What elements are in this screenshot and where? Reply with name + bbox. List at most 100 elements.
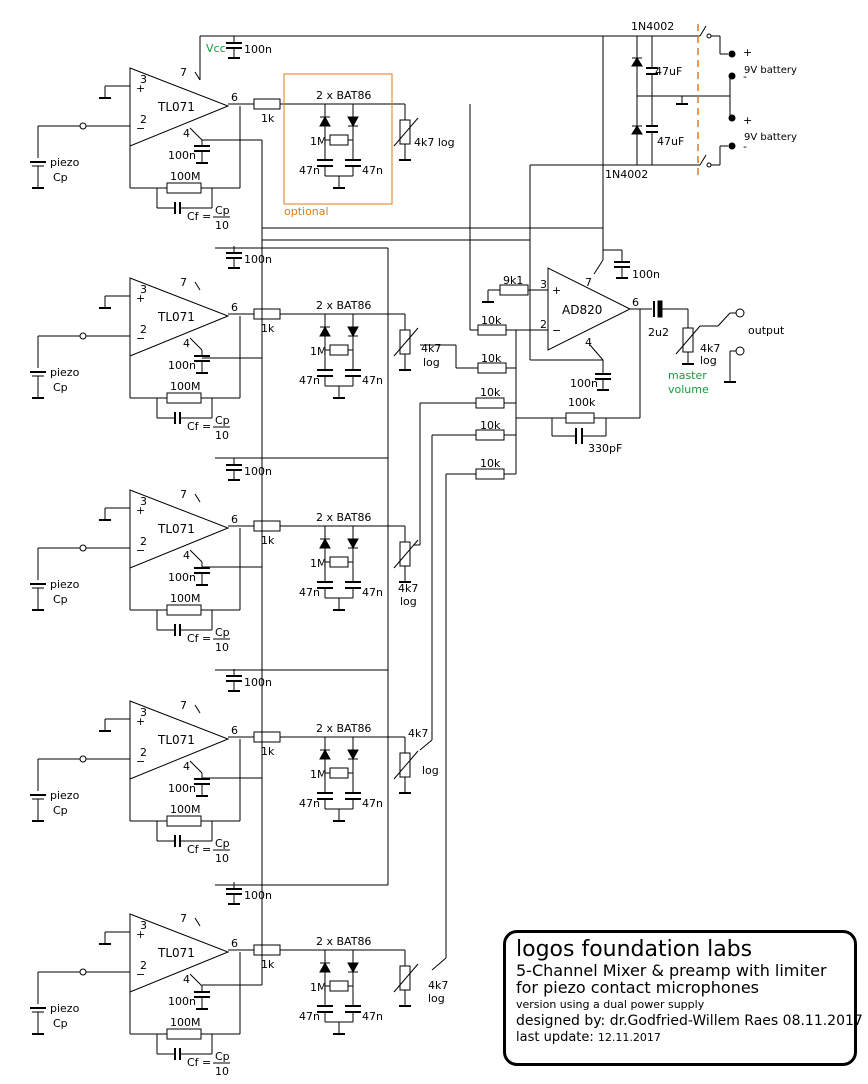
pin2-label: 2 xyxy=(140,959,147,972)
res-1k-label: 1k xyxy=(261,322,275,335)
battery-label-1: 9V battery xyxy=(744,65,797,76)
res-1m-label: 1M xyxy=(310,345,327,358)
piezo-label: piezo xyxy=(50,366,80,379)
mixer-pin6: 6 xyxy=(632,296,639,309)
res-100m-label: 100M xyxy=(170,803,201,816)
diodes-label: 2 x BAT86 xyxy=(316,89,371,102)
cap-47n-left-label: 47n xyxy=(299,1010,320,1023)
cf-label: Cf = xyxy=(187,1056,211,1069)
pin6-label: 6 xyxy=(231,937,238,950)
title-line-2: for piezo contact microphones xyxy=(516,978,760,997)
opamp-label: TL071 xyxy=(157,310,195,324)
pin7-label: 7 xyxy=(180,276,187,289)
mixer-pin2: 2 xyxy=(540,318,547,331)
res-1m-label: 1M xyxy=(310,768,327,781)
diodes-label: 2 x BAT86 xyxy=(316,935,371,948)
pin3-label: 3 xyxy=(140,283,147,296)
design-date: 08.11.2017 xyxy=(782,1013,863,1029)
res-100m-label: 100M xyxy=(170,380,201,393)
cap-100n-top-label: 100n xyxy=(244,465,272,478)
pin2-label: 2 xyxy=(140,113,147,126)
channel-circuit xyxy=(29,668,419,848)
cf-numerator: Cp xyxy=(215,837,230,850)
cf-numerator: Cp xyxy=(215,204,230,217)
cap-100n-top-label: 100n xyxy=(244,253,272,266)
cap-47n-left-label: 47n xyxy=(299,797,320,810)
cap-100n-bottom-label: 100n xyxy=(168,571,196,584)
res-10k-3: 10k xyxy=(480,386,501,399)
optional-label: optional xyxy=(284,205,329,218)
pin4-label: 4 xyxy=(183,549,190,562)
opamp-label: TL071 xyxy=(157,946,195,960)
channel-circuit xyxy=(29,457,419,637)
res-10k-4: 10k xyxy=(480,419,501,432)
cap-100n-bottom-label: 100n xyxy=(168,995,196,1008)
title-line-3: version using a dual power supply xyxy=(516,998,705,1011)
cap-100n-bottom-label: 100n xyxy=(168,149,196,162)
cp-label: Cp xyxy=(53,593,68,606)
cp-label: Cp xyxy=(53,1017,68,1030)
cf-denominator: 10 xyxy=(215,219,229,232)
piezo-label: piezo xyxy=(50,578,80,591)
battery-plus-1: + xyxy=(743,46,752,59)
piezo-label: piezo xyxy=(50,156,80,169)
cf-label: Cf = xyxy=(187,632,211,645)
diodes-label: 2 x BAT86 xyxy=(316,722,371,735)
res-1m-label: 1M xyxy=(310,135,327,148)
pot-label: log xyxy=(422,764,439,777)
cap-2u2-label: 2u2 xyxy=(648,326,669,339)
res-9k1-label: 9k1 xyxy=(503,274,523,287)
pin7-label: 7 xyxy=(180,699,187,712)
pin6-label: 6 xyxy=(231,513,238,526)
res-10k-1: 10k xyxy=(481,314,502,327)
cf-denominator: 10 xyxy=(215,1065,229,1078)
cf-denominator: 10 xyxy=(215,641,229,654)
pin4-label: 4 xyxy=(183,973,190,986)
diodes-label: 2 x BAT86 xyxy=(316,299,371,312)
cap-47n-left-label: 47n xyxy=(299,164,320,177)
pin6-label: 6 xyxy=(231,91,238,104)
cf-numerator: Cp xyxy=(215,626,230,639)
piezo-label: piezo xyxy=(50,1002,80,1015)
pin3-label: 3 xyxy=(140,919,147,932)
plus-sign: + xyxy=(136,292,145,305)
cp-label: Cp xyxy=(53,171,68,184)
mixer-pin4: 4 xyxy=(585,336,592,349)
master-pot-value: 4k7 xyxy=(700,342,720,355)
optional-box xyxy=(283,73,393,205)
cap-47n-right-label: 47n xyxy=(362,1010,383,1023)
piezo-label: piezo xyxy=(50,789,80,802)
pin6-label: 6 xyxy=(231,724,238,737)
designer-line: designed by: dr.Godfried-Willem Raes 08.… xyxy=(516,1014,863,1028)
diode-top-label: 1N4002 xyxy=(631,20,674,33)
update-date: 12.11.2017 xyxy=(597,1031,661,1044)
cap-47n-right-label: 47n xyxy=(362,164,383,177)
pin7-label: 7 xyxy=(180,66,187,79)
title-line-1: 5-Channel Mixer & preamp with limiter xyxy=(516,961,827,980)
opamp-label: TL071 xyxy=(157,733,195,747)
res-10k-2: 10k xyxy=(481,352,502,365)
res-1m-label: 1M xyxy=(310,557,327,570)
res-1k-label: 1k xyxy=(261,958,275,971)
minus-sign: − xyxy=(136,332,145,345)
pin6-label: 6 xyxy=(231,301,238,314)
pin3-label: 3 xyxy=(140,706,147,719)
master-label: master xyxy=(668,369,707,382)
mixer-opamp-label: AD820 xyxy=(562,303,602,317)
plus-sign: + xyxy=(136,504,145,517)
pin4-label: 4 xyxy=(183,760,190,773)
res-100m-label: 100M xyxy=(170,592,201,605)
cap-47uf-bottom-label: 47uF xyxy=(657,135,684,148)
opamp-label: TL071 xyxy=(157,522,195,536)
pin3-label: 3 xyxy=(140,73,147,86)
pin2-label: 2 xyxy=(140,746,147,759)
cap-100n-bottom-label: 100n xyxy=(168,782,196,795)
title-block: logos foundation labs 5-Channel Mixer & … xyxy=(503,930,863,1066)
mixer-plus: + xyxy=(552,284,561,297)
cap-47n-left-label: 47n xyxy=(299,374,320,387)
minus-sign: − xyxy=(136,544,145,557)
master-pot-log: log xyxy=(700,354,717,367)
